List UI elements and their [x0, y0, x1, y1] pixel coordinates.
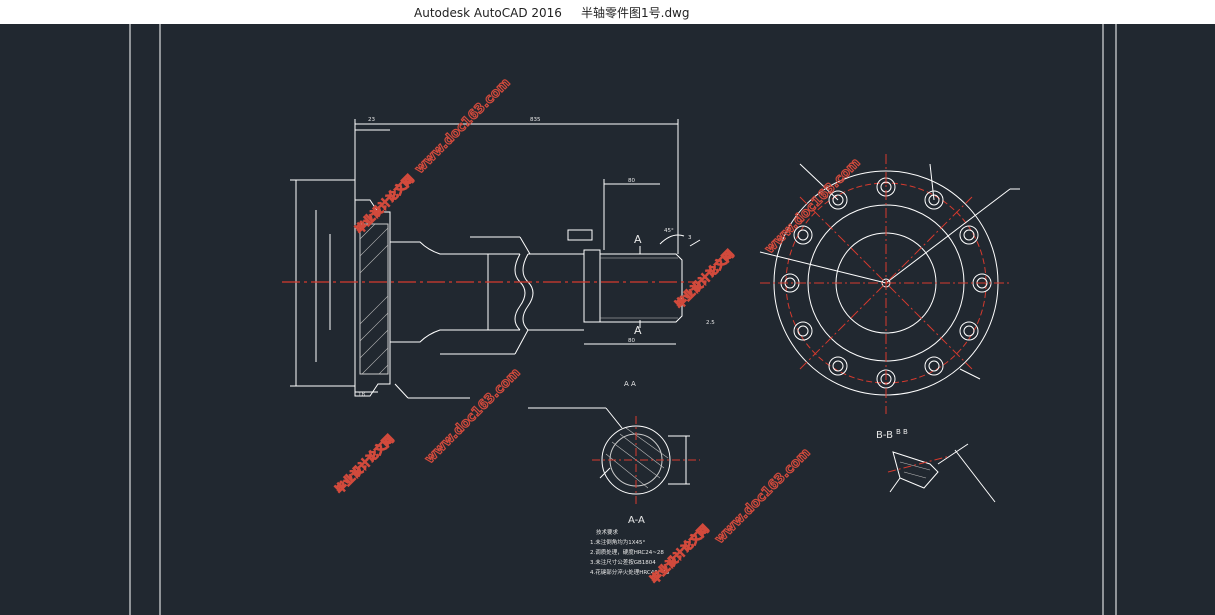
section-marker-a: A A [634, 233, 642, 337]
section-a-a-caption: A-A [628, 515, 645, 526]
window-title: Autodesk AutoCAD 2016 半轴零件图1号.dwg [414, 6, 690, 20]
watermark-site-1: www.doc163.com [412, 75, 513, 176]
dim-end-length: 80 [628, 338, 635, 344]
technical-requirements: 技术要求 1.未注倒角均为1X45° 2.调质处理，硬度HRC24~28 3.未… [590, 528, 670, 576]
section-marker-a-bottom: A [634, 324, 642, 337]
dim-total-length: 835 [530, 117, 541, 123]
window-titlebar: Autodesk AutoCAD 2016 半轴零件图1号.dwg [0, 0, 1215, 24]
section-marker-a-top: A [634, 233, 642, 246]
tech-req-heading: 技术要求 [596, 528, 619, 536]
flange-hatching [359, 223, 389, 375]
tech-req-line-1: 1.未注倒角均为1X45° [590, 538, 646, 546]
dim-left-bottom: 18 [358, 392, 365, 398]
section-b-b-detail[interactable] [889, 443, 996, 503]
cad-drawing[interactable]: 23 835 80 80 18 45° 3 2.5 A A [0, 24, 1215, 615]
section-a-a-view[interactable] [528, 407, 690, 495]
dim-spline-length: 80 [628, 178, 635, 184]
b-b-centerline [887, 455, 951, 473]
flange-centerlines [760, 154, 1010, 414]
section-a-a-labels: A A A-A [624, 380, 645, 526]
tech-req-line-4: 4.花键部分淬火处理HRC40~45 [590, 568, 670, 576]
section-b-b-small: B B [896, 428, 908, 436]
drawing-canvas[interactable]: 23 835 80 80 18 45° 3 2.5 A A [0, 24, 1215, 615]
watermark-site-2: www.doc163.com [422, 365, 523, 466]
watermark-site-4: www.doc163.com [712, 445, 813, 546]
a-a-centerlines [592, 416, 700, 504]
section-a-a-small: A A [624, 380, 636, 388]
dim-angle: 45° [664, 228, 674, 234]
dim-2-5: 2.5 [706, 320, 715, 326]
section-b-b: B-B B B [876, 428, 908, 441]
shaft-main-view[interactable] [290, 119, 701, 399]
dim-3: 3 [688, 235, 692, 241]
watermark-cn-2: 毕业设计论文网 [332, 432, 396, 496]
drawing-frame [129, 24, 1117, 615]
tech-req-line-2: 2.调质处理，硬度HRC24~28 [590, 548, 664, 556]
watermark-group: www.doc163.com 毕业设计论文网 www.doc163.com 毕业… [332, 75, 865, 587]
tech-req-line-3: 3.未注尺寸公差按GB1804 [590, 558, 656, 566]
watermark-cn-1: 毕业设计论文网 [352, 172, 416, 236]
main-view-dim-texts: 23 835 80 80 18 45° 3 2.5 [358, 117, 715, 398]
dim-flange-length: 23 [368, 117, 375, 123]
section-b-b-caption: B-B [876, 430, 893, 441]
watermark-site-3: www.doc163.com [762, 155, 863, 256]
